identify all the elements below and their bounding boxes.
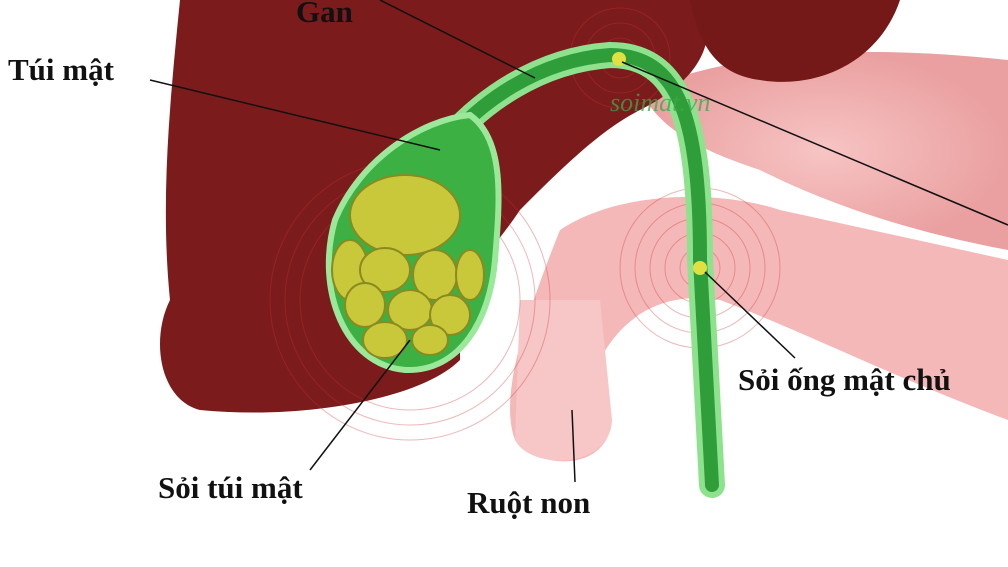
stomach-shape [640, 51, 1008, 250]
duct-stone-lower [693, 261, 707, 275]
intestine-shape [510, 196, 1008, 462]
leader-lines [149, 0, 1008, 483]
liver-right-lobe [690, 0, 900, 82]
label-common-bile-duct-stone: Sỏi ống mật chủ [738, 362, 951, 397]
label-gallstones: Sỏi túi mật [158, 470, 303, 505]
gallstones-cluster [331, 174, 485, 359]
label-small-intestine: Ruột non [467, 485, 591, 520]
small-intestine [515, 300, 612, 461]
label-gallbladder: Túi mật [8, 52, 114, 87]
label-liver: Gan [296, 0, 353, 29]
watermark: soimat.vn [610, 88, 711, 117]
duct-stone-upper [612, 52, 626, 66]
